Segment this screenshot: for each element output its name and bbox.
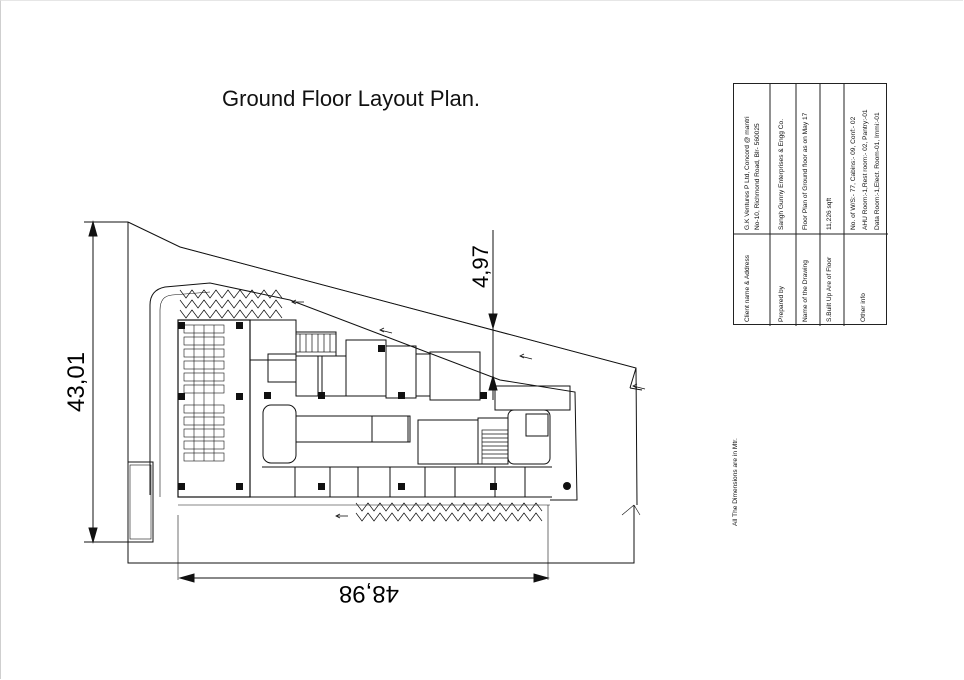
parking-chevrons-bottom [355, 502, 543, 522]
info-value-drawing: Floor Plan of Ground floor as on May 17 [802, 112, 809, 230]
info-value-client-line1: G.K Ventures P Ltd, Concord @ mantri [744, 116, 751, 230]
dimension-height-label: 43,01 [63, 352, 90, 412]
drawing-info-table: Client name & Address G.K Ventures P Ltd… [733, 83, 888, 326]
outer-roof-line [127, 221, 638, 506]
dimension-width [178, 573, 550, 583]
info-value-client-line2: No-10, Richmond Road, Blr- 560025 [754, 123, 761, 230]
info-value-other-line2: AHU Room:-1,Rest room:- 02, Pantry:-01 [862, 109, 869, 230]
inner-floor-outline [149, 282, 578, 501]
structural-columns [178, 322, 571, 490]
info-label-area: S.Built Up Are of Floor [826, 256, 833, 322]
info-value-other-line1: No. of W/S:- 77, Cabins:- 09, Conf:- 02 [850, 116, 857, 230]
right-utility-strip [494, 385, 571, 411]
info-value-other-line3: Data Room:-1,Elect. Room-01, Immi:-01 [874, 112, 881, 230]
office-block-main [177, 319, 251, 498]
dimension-offset [488, 230, 498, 400]
dimension-offset-label: 4,97 [468, 245, 493, 288]
info-label-other: Other info [860, 293, 867, 322]
info-label-drawing: Name of the Drawing [802, 260, 809, 322]
info-label-prepared: Prepared by [778, 286, 785, 322]
info-table-grid [734, 84, 888, 326]
drawing-title: Ground Floor Layout Plan. [222, 86, 481, 111]
info-value-prepared: Sangh Gunny Enterprises & Engg Co. [778, 118, 785, 230]
staircase [295, 333, 509, 465]
info-value-area: 11,226 sqft [826, 197, 833, 230]
parking-chevrons-top [179, 289, 283, 319]
flow-arrows [291, 299, 646, 519]
dimension-height [84, 220, 128, 544]
workstation-grid [183, 324, 225, 462]
dimension-width-label: 48,98 [339, 580, 399, 607]
dimension-unit-note: All The Dimensions are in Mtr. [732, 438, 739, 526]
info-label-client: Client name & Address [744, 254, 751, 322]
outer-outline [127, 222, 635, 564]
left-utility-block [127, 461, 154, 543]
rooms-middle-row [295, 415, 411, 443]
